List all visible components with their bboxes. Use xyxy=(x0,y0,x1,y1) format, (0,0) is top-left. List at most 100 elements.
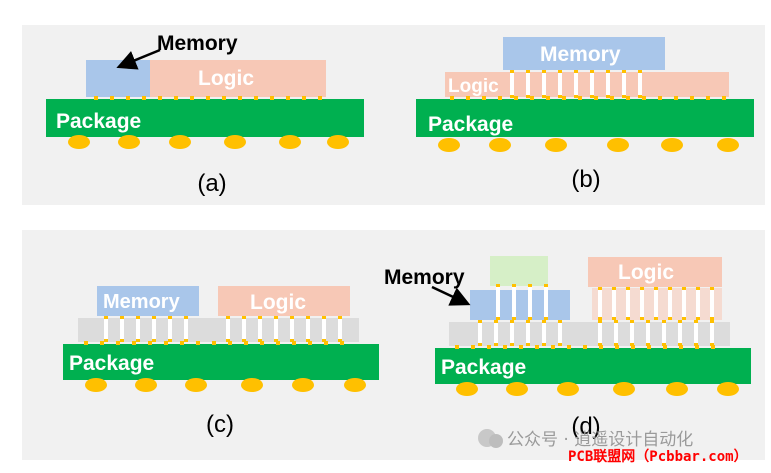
micro-bump xyxy=(710,317,714,320)
micro-bump xyxy=(679,345,683,349)
micro-bump xyxy=(558,95,562,98)
through-silicon-vias xyxy=(478,320,714,346)
micro-bump xyxy=(622,70,626,73)
tsv xyxy=(526,320,530,346)
micro-bump xyxy=(148,341,152,345)
memory-die xyxy=(503,37,665,70)
micro-bump xyxy=(184,316,188,319)
micro-bump xyxy=(512,284,516,287)
tsv xyxy=(558,70,562,98)
micro-bumps xyxy=(84,341,344,345)
micro-bump xyxy=(614,343,618,346)
micro-bump xyxy=(226,339,230,342)
micro-bump xyxy=(292,341,296,345)
micro-bump xyxy=(535,345,539,349)
micro-bump xyxy=(110,96,114,100)
micro-bump xyxy=(242,339,246,342)
solder-balls xyxy=(85,378,366,392)
micro-bump xyxy=(120,339,124,342)
logic-label: Logic xyxy=(250,291,306,314)
solder-ball xyxy=(456,382,478,396)
micro-bump xyxy=(526,343,530,346)
micro-bump xyxy=(646,320,650,323)
through-silicon-vias xyxy=(104,316,342,342)
tsv xyxy=(598,320,602,346)
micro-bump xyxy=(647,345,651,349)
solder-ball xyxy=(241,378,263,392)
solder-ball xyxy=(135,378,157,392)
logic-label: Logic xyxy=(448,76,499,97)
solder-ball xyxy=(438,138,460,152)
micro-bump xyxy=(471,345,475,349)
solder-ball xyxy=(185,378,207,392)
logic-die xyxy=(588,257,722,287)
micro-bump xyxy=(578,96,582,100)
tsv xyxy=(646,320,650,346)
solder-ball xyxy=(545,138,567,152)
micro-bump xyxy=(510,320,514,323)
logic-label: Logic xyxy=(198,67,254,90)
memory-callout-label: Memory xyxy=(157,32,238,55)
caption-a: (a) xyxy=(197,170,226,197)
tsv xyxy=(542,320,546,346)
solder-ball xyxy=(279,135,301,149)
micro-bump xyxy=(598,343,602,346)
panel-a: Package Logic Memory (a) xyxy=(46,32,364,197)
micro-bump xyxy=(663,345,667,349)
tsv xyxy=(630,320,634,346)
tsv xyxy=(682,287,686,320)
memory-die xyxy=(86,60,150,97)
micro-bump xyxy=(599,345,603,349)
micro-bump xyxy=(654,317,658,320)
tsv xyxy=(598,287,602,320)
tsv xyxy=(510,320,514,346)
tsv xyxy=(512,284,516,320)
micro-bump xyxy=(184,339,188,342)
micro-bump xyxy=(662,343,666,346)
micro-bump xyxy=(590,95,594,98)
micro-bump xyxy=(558,343,562,346)
micro-bump xyxy=(164,341,168,345)
wechat-icon-bubble xyxy=(489,434,503,448)
tsv xyxy=(614,320,618,346)
micro-bump xyxy=(542,95,546,98)
tsv xyxy=(694,320,698,346)
micro-bump xyxy=(104,316,108,319)
through-silicon-vias xyxy=(510,70,642,98)
logic-die xyxy=(150,60,326,97)
micro-bump xyxy=(258,316,262,319)
micro-bump xyxy=(276,341,280,345)
micro-bump xyxy=(338,316,342,319)
memory-label: Memory xyxy=(103,291,181,313)
tsv xyxy=(654,287,658,320)
package-label: Package xyxy=(69,352,154,375)
solder-ball xyxy=(169,135,191,149)
package-substrate xyxy=(46,99,364,137)
micro-bump xyxy=(496,317,500,320)
micro-bump xyxy=(598,317,602,320)
tsv xyxy=(640,287,644,320)
micro-bump xyxy=(583,345,587,349)
micro-bump xyxy=(519,345,523,349)
tsv xyxy=(668,287,672,320)
interposer xyxy=(449,322,730,346)
solder-ball xyxy=(292,378,314,392)
package-substrate xyxy=(63,344,379,380)
micro-bump xyxy=(668,287,672,290)
solder-ball xyxy=(489,138,511,152)
tsv xyxy=(226,316,230,342)
micro-bump xyxy=(615,345,619,349)
solder-ball xyxy=(506,382,528,396)
micro-bump xyxy=(174,96,178,100)
micro-bump xyxy=(558,70,562,73)
micro-bump xyxy=(258,339,262,342)
solder-ball xyxy=(717,382,739,396)
micro-bump xyxy=(168,316,172,319)
tsv xyxy=(606,70,610,98)
micro-bump xyxy=(626,287,630,290)
micro-bump xyxy=(322,339,326,342)
micro-bump xyxy=(238,96,242,100)
tsv xyxy=(168,316,172,342)
micro-bump xyxy=(642,96,646,100)
tsv xyxy=(574,70,578,98)
